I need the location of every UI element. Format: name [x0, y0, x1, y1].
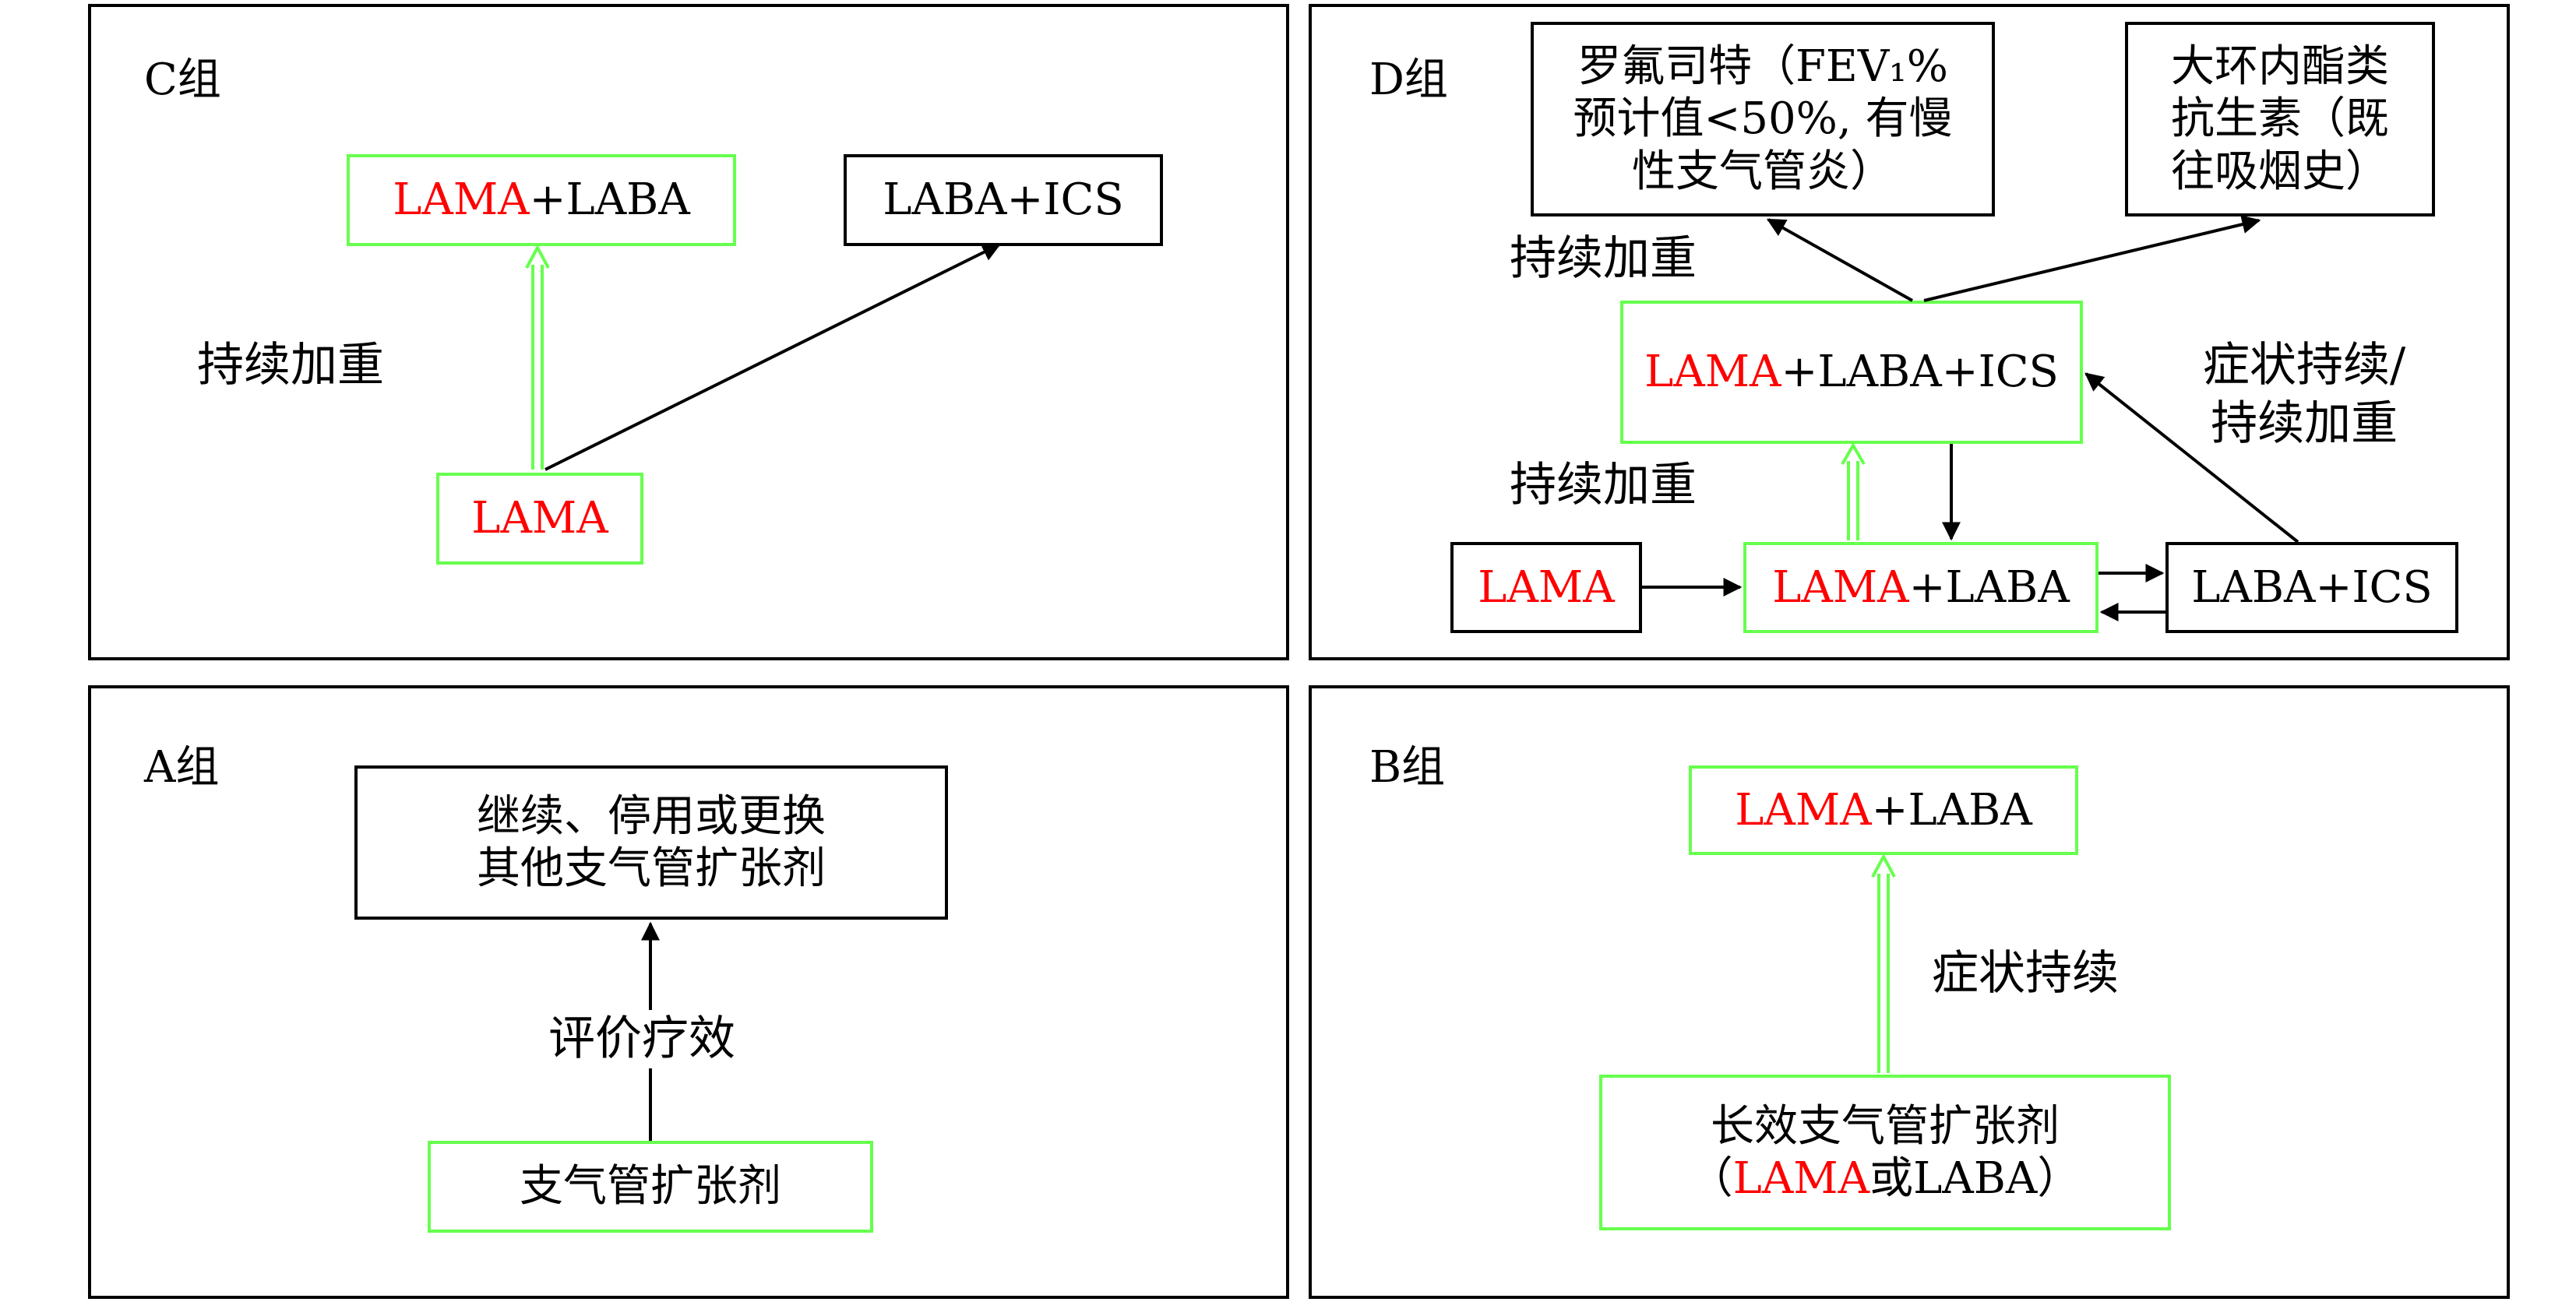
- c-lama-box: LAMA: [436, 473, 643, 565]
- a-evaluate-label: 评价疗效: [544, 1010, 740, 1068]
- panel-group-b: [1309, 685, 2510, 1299]
- d-roflumilast-line-1: 罗氟司特（FEV₁%: [1577, 41, 1948, 93]
- d-lama-box: LAMA: [1450, 542, 1642, 633]
- a-continue-line-2: 其他支气管扩张剂: [477, 843, 826, 894]
- c-lama-laba-box: LAMA+LABA: [347, 154, 736, 246]
- d-roflumilast-line-2: 预计值<50%, 有慢: [1573, 93, 1953, 145]
- d-macrolide-box: 大环内酯类 抗生素（既 往吸烟史）: [2125, 22, 2435, 216]
- c-lama-laba-rest-text: +LABA: [529, 174, 690, 226]
- group-b-label: B组: [1369, 742, 1446, 793]
- group-a-label: A组: [144, 742, 220, 793]
- panel-group-c: [88, 4, 1289, 660]
- c-lama-text: LAMA: [471, 493, 608, 544]
- panel-group-a: [88, 685, 1289, 1299]
- d-laba-ics-text: LABA+ICS: [2191, 561, 2433, 613]
- d-macrolide-line-3: 往吸烟史）: [2171, 146, 2389, 197]
- d-macrolide-line-1: 大环内酯类: [2171, 41, 2389, 93]
- b-long-acting-line-1: 长效支气管扩张剂: [1711, 1100, 2060, 1152]
- a-continue-line-1: 继续、停用或更换: [477, 790, 826, 842]
- panel-group-d: [1309, 4, 2510, 660]
- a-continue-box: 继续、停用或更换 其他支气管扩张剂: [354, 765, 948, 920]
- b-long-acting-line-2: （LAMA或LABA）: [1689, 1153, 2081, 1204]
- c-lama-laba-red-text: LAMA: [393, 174, 530, 226]
- b-long-acting-box: 长效支气管扩张剂 （LAMA或LABA）: [1599, 1075, 2171, 1230]
- d-symptoms-line-2: 持续加重: [2211, 396, 2398, 451]
- group-c-label: C组: [144, 55, 221, 105]
- d-worsening-label-mid: 持续加重: [1510, 458, 1697, 512]
- d-roflumilast-box: 罗氟司特（FEV₁% 预计值<50%, 有慢 性支气管炎）: [1531, 22, 1995, 216]
- d-symptoms-label: 症状持续/ 持续加重: [2203, 336, 2405, 453]
- a-bronchodilator-box: 支气管扩张剂: [428, 1141, 873, 1233]
- b-symptoms-label: 症状持续: [1932, 946, 2119, 1001]
- c-laba-ics-box: LABA+ICS: [844, 154, 1163, 246]
- a-bronchodilator-text: 支气管扩张剂: [520, 1161, 781, 1212]
- b-lama-laba-rest-text: +LABA: [1871, 784, 2032, 836]
- d-triple-therapy-box: LAMA+LABA+ICS: [1620, 301, 2083, 444]
- d-lama-laba-red-text: LAMA: [1772, 561, 1909, 613]
- c-worsening-label: 持续加重: [197, 338, 384, 392]
- c-laba-ics-text: LABA+ICS: [883, 174, 1124, 226]
- d-lama-laba-rest-text: +LABA: [1908, 561, 2070, 613]
- d-laba-ics-box: LABA+ICS: [2165, 542, 2458, 633]
- b-lama-laba-red-text: LAMA: [1735, 784, 1872, 836]
- group-d-label: D组: [1369, 55, 1448, 105]
- d-triple-rest-text: +LABA+ICS: [1781, 347, 2059, 398]
- d-symptoms-line-1: 症状持续/: [2203, 338, 2406, 392]
- b-lama-laba-box: LAMA+LABA: [1689, 765, 2078, 855]
- d-triple-red-text: LAMA: [1644, 347, 1781, 398]
- d-roflumilast-line-3: 性支气管炎）: [1632, 146, 1894, 197]
- d-lama-laba-box: LAMA+LABA: [1743, 542, 2099, 633]
- d-worsening-label-top: 持续加重: [1510, 231, 1697, 286]
- d-lama-text: LAMA: [1478, 561, 1615, 613]
- d-macrolide-line-2: 抗生素（既: [2171, 93, 2389, 145]
